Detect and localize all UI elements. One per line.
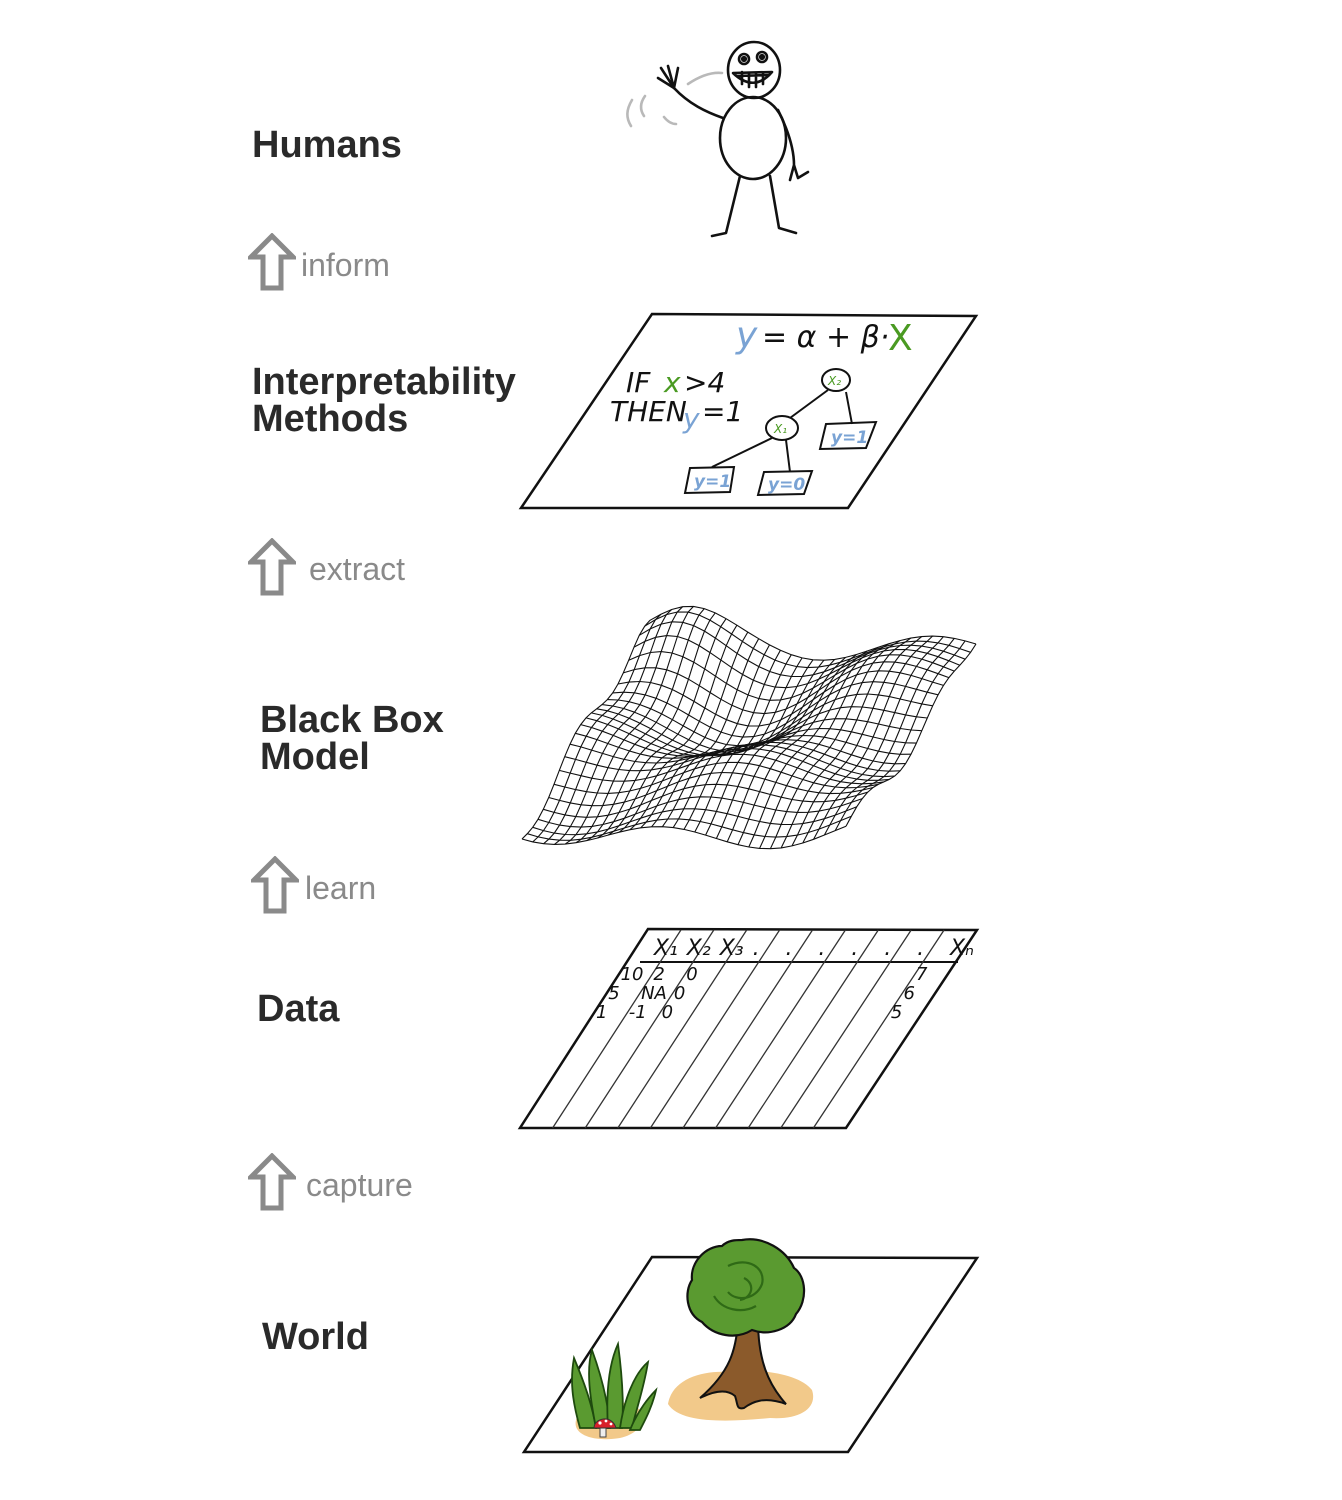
up-arrow-icon <box>248 538 296 596</box>
table-header: . <box>786 936 793 961</box>
transition-verb-capture: capture <box>306 1167 413 1203</box>
table-header: . <box>753 936 760 961</box>
transition-verb-extract: extract <box>309 551 406 587</box>
tree-leaf-middle: y=0 <box>768 475 805 495</box>
rule-value: =1 <box>702 395 743 428</box>
layer-label-black-box-model: Black Box Model <box>260 699 444 778</box>
up-arrow-icon <box>251 856 299 914</box>
transition-verb-inform: inform <box>301 247 390 283</box>
world-panel <box>521 1238 980 1454</box>
table-header: Xₙ <box>949 936 974 961</box>
table-header: X₁ <box>653 936 678 961</box>
table-cell: 0 <box>686 964 697 985</box>
layer-label-data: Data <box>257 988 340 1030</box>
table-header: . <box>851 936 858 961</box>
table-cell: 0 <box>674 983 685 1004</box>
table-cell: 10 <box>621 964 644 985</box>
table-cell: 2 <box>653 964 664 985</box>
table-cell: -1 <box>629 1002 647 1023</box>
table-cell: 5 <box>608 983 619 1004</box>
equation-body: = α + β· <box>762 320 889 355</box>
table-cell: 5 <box>891 1002 902 1023</box>
tree-leaf-right: y=1 <box>831 428 868 448</box>
grass-icon <box>571 1340 658 1431</box>
layer-label-interpretability-methods: Interpretability Methods <box>252 361 516 440</box>
table-header: X₂ <box>686 936 711 961</box>
tree-node-mid: X₁ <box>773 422 787 436</box>
waving-human-icon <box>626 40 810 238</box>
up-arrow-icon <box>248 1153 296 1211</box>
tree-node-top: X₂ <box>827 374 841 388</box>
table-header: . <box>917 936 924 961</box>
rule-x: x <box>663 366 681 399</box>
table-cell: 6 <box>904 983 915 1004</box>
table-cell: 0 <box>662 1002 673 1023</box>
table-header: . <box>818 936 825 961</box>
tree-icon <box>686 1238 806 1410</box>
interpretability-methods-panel: y = α + β· X IF x >4 THEN y =1 X₂ X₁ <box>518 312 979 510</box>
rule-condition: >4 <box>684 366 725 399</box>
table-cell: NA <box>641 983 667 1004</box>
up-arrow-icon <box>248 233 296 291</box>
mushroom-icon <box>593 1418 617 1438</box>
rule-if: IF <box>626 366 651 399</box>
table-cell: 7 <box>916 964 928 985</box>
layer-label-world: World <box>262 1316 369 1358</box>
rule-then: THEN <box>610 395 687 428</box>
black-box-surface <box>521 605 977 850</box>
tree-leaf-left: y=1 <box>694 472 731 492</box>
rule-y: y <box>682 402 700 435</box>
table-cell: 1 <box>596 1002 607 1023</box>
table-header: . <box>884 936 891 961</box>
equation-x: X <box>888 318 913 359</box>
equation-y: y <box>735 315 758 356</box>
layer-label-humans: Humans <box>252 124 402 166</box>
table-header: X₃ <box>719 936 744 961</box>
transition-verb-learn: learn <box>305 870 377 906</box>
